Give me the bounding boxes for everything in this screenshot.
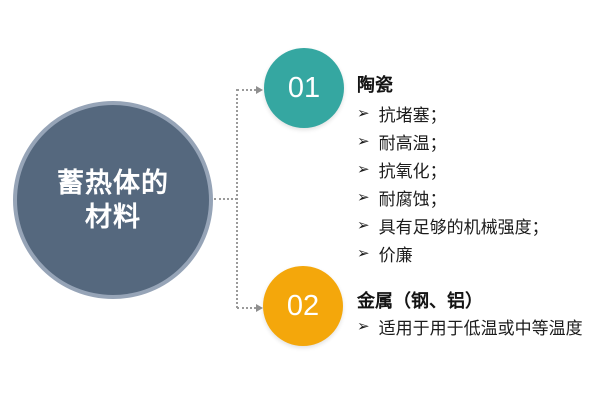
list-item: ➢ 抗堵塞； xyxy=(357,99,549,127)
arrow-bullet-icon: ➢ xyxy=(357,161,370,178)
connector-branch-top xyxy=(237,89,256,91)
arrowhead-top-icon xyxy=(256,86,263,94)
number-circle-01-label: 01 xyxy=(287,71,321,104)
bullet-text: 耐腐蚀； xyxy=(378,189,447,209)
bullet-text: 抗氧化； xyxy=(378,161,447,181)
connector-root-line xyxy=(214,198,237,200)
connector-branch-bottom xyxy=(237,307,256,309)
bullet-list-metal: ➢ 适用于用于低温或中等温度 xyxy=(357,312,583,340)
bullet-text: 抗堵塞； xyxy=(378,105,447,125)
bullet-text: 适用于用于低温或中等温度 xyxy=(378,318,583,338)
list-item: ➢ 耐高温； xyxy=(357,127,549,155)
number-circle-02-label: 02 xyxy=(286,289,320,322)
section-heading-metal: 金属（钢、铝） xyxy=(357,291,483,311)
arrow-bullet-icon: ➢ xyxy=(357,245,370,262)
list-item: ➢ 抗氧化； xyxy=(357,155,549,183)
arrow-bullet-icon: ➢ xyxy=(357,217,370,234)
number-circle-01: 01 xyxy=(264,48,344,128)
arrow-bullet-icon: ➢ xyxy=(357,318,370,335)
bullet-text: 价廉 xyxy=(378,245,413,265)
arrow-bullet-icon: ➢ xyxy=(357,133,370,150)
main-topic-line1: 蓄热体的 xyxy=(57,168,169,198)
bullet-list-ceramic: ➢ 抗堵塞； ➢ 耐高温； ➢ 抗氧化； ➢ 耐腐蚀； ➢ 具有足够的机械强度；… xyxy=(357,99,549,267)
list-item: ➢ 适用于用于低温或中等温度 xyxy=(357,312,583,340)
main-topic-circle: 蓄热体的 材料 xyxy=(13,101,213,299)
section-heading-ceramic: 陶瓷 xyxy=(357,75,393,95)
bullet-text: 耐高温； xyxy=(378,133,447,153)
number-circle-02: 02 xyxy=(263,266,343,346)
arrow-bullet-icon: ➢ xyxy=(357,189,370,206)
list-item: ➢ 耐腐蚀； xyxy=(357,183,549,211)
bullet-text: 具有足够的机械强度； xyxy=(378,217,549,237)
main-topic-line2: 材料 xyxy=(85,202,141,232)
list-item: ➢ 价廉 xyxy=(357,239,549,267)
list-item: ➢ 具有足够的机械强度； xyxy=(357,211,549,239)
arrow-bullet-icon: ➢ xyxy=(357,105,370,122)
arrowhead-bottom-icon xyxy=(256,304,263,312)
connector-vertical-line xyxy=(236,89,238,308)
